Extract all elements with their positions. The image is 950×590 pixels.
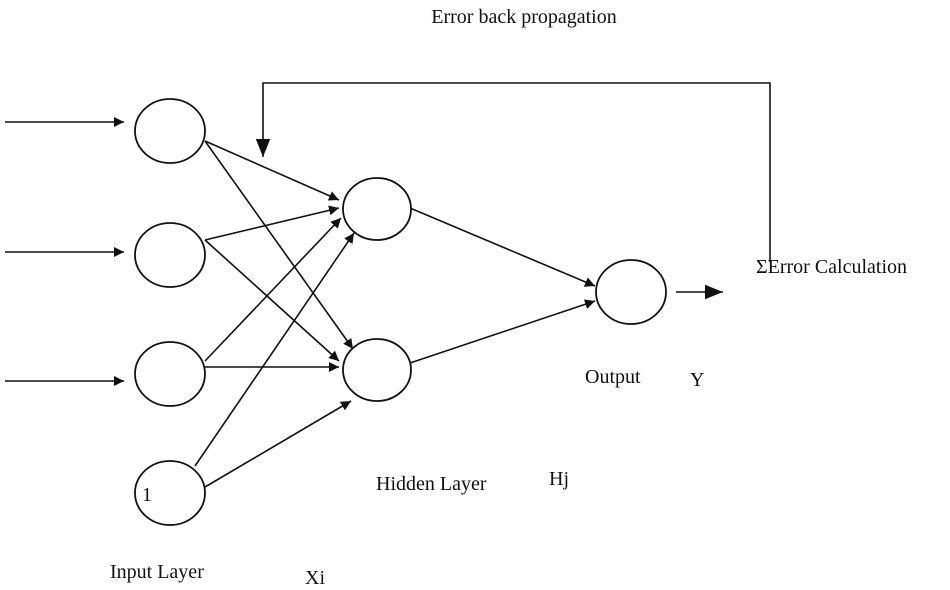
hidden-layer-label: Hidden Layer [376, 473, 487, 495]
edge-x2-h1 [204, 205, 340, 241]
input-node-2 [134, 222, 206, 288]
input-layer-label: Input Layer [110, 561, 204, 583]
hidden-symbol: Hj [549, 468, 569, 490]
edge-bias-h2 [204, 400, 352, 488]
backprop-label: Error back propagation [431, 6, 616, 28]
bias-label: 1 [142, 484, 152, 506]
input-node-1 [134, 98, 206, 164]
edge-x1-h1 [204, 140, 340, 201]
output-symbol: Y [690, 369, 704, 391]
edge-h1-y [409, 207, 596, 287]
error-calculation-label: ΣError Calculation [756, 256, 907, 278]
backprop-path [255, 82, 771, 262]
edge-x3-h1 [204, 217, 342, 362]
output-label: Output [585, 366, 641, 388]
output-node [595, 259, 667, 325]
edge-bias-h1 [194, 232, 355, 467]
bias-node [134, 460, 206, 526]
edge-h2-y [409, 299, 596, 364]
hidden-node-2 [342, 338, 412, 402]
edge-x2-h2 [204, 239, 340, 362]
input-symbol: Xi [305, 567, 325, 589]
input-node-3 [134, 341, 206, 407]
edge-x1-h2 [204, 140, 354, 350]
hidden-node-1 [342, 177, 412, 241]
